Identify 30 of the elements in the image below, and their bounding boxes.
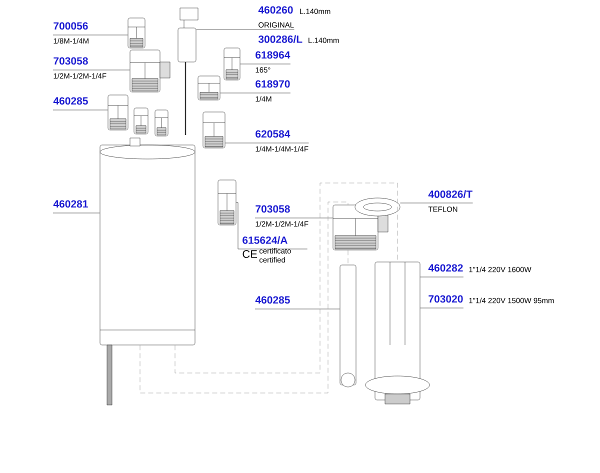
safety-valve-drawing [218,180,236,226]
fitting-drawing [128,18,146,48]
part-label: 460282 [428,264,463,272]
leader-line [220,92,291,94]
fitting-drawing [108,94,128,130]
rod-drawing [340,264,356,388]
assembly-line [174,182,398,374]
leader-line [236,202,308,250]
leader-line [224,142,309,144]
tee-fitting-drawing [202,112,226,148]
leader-line [400,202,474,204]
fitting-drawing [198,76,220,100]
boiler-drawing [100,138,196,406]
part-label: 703020 [428,295,463,303]
gasket-drawing [354,198,400,216]
assembly-line [140,202,348,394]
part-label: 300286/L [258,35,302,43]
leader-line [420,276,464,278]
part-label: 460285 [255,296,290,304]
leader-line [254,308,340,310]
thermostat-drawing [224,48,240,80]
part-label: 460281 [53,200,88,208]
fitting-drawing [154,110,168,136]
part-label: 460285 [53,97,88,105]
elbow-valve-drawing [130,50,170,92]
heating-element-drawing [365,262,430,404]
probe-drawing [178,8,198,135]
leader-line [52,34,128,36]
fitting-drawing [134,108,148,134]
leader-line [52,212,100,214]
